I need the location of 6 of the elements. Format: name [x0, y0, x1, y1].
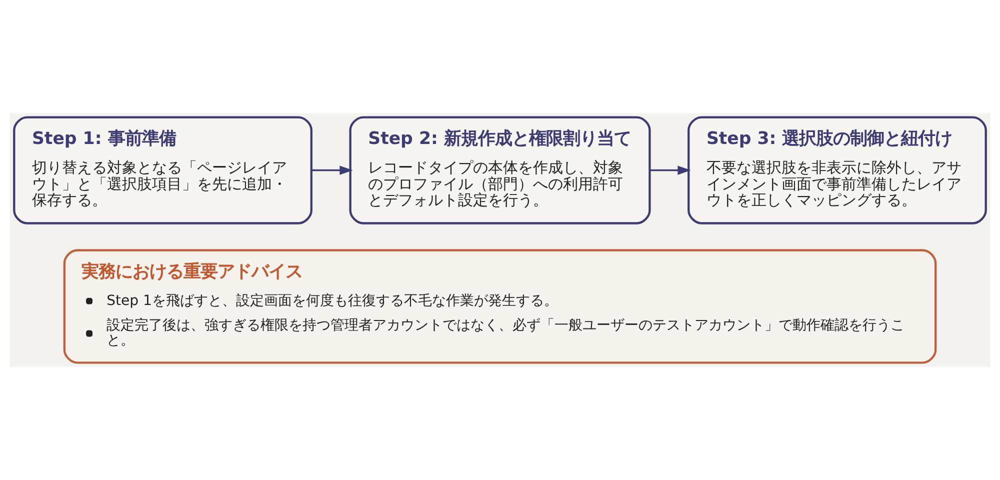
node-box: 実務における重要アドバイス Step 1を飛ばすと、設定画面を何度も往復する不毛な作業が発生する。 設定完了後は、強すぎる権限を持つ管理者アカウントではなく、必ず「一般ユーザーのテストアカウント」で動作確認を行うこと。: [63, 249, 937, 364]
arrow: [650, 166, 691, 175]
node-box: Step 1: 事前準備 切り替える対象となる「ページレイアウト」と「選択肢項目」を先に追加・保存する。: [13, 116, 312, 224]
node-box: Step 3: 選択肢の制御と紐付け 不要な選択肢を非表示に除外し、アサインメント画面で事前準備したレイアウトを正しくマッピングする。: [688, 116, 987, 224]
node-box: Step 2: 新規作成と権限割り当て レコードタイプの本体を作成し、対象のプロファイル（部門）への利用許可とデフォルト設定を行う。: [349, 116, 651, 224]
arrow: [312, 166, 353, 175]
